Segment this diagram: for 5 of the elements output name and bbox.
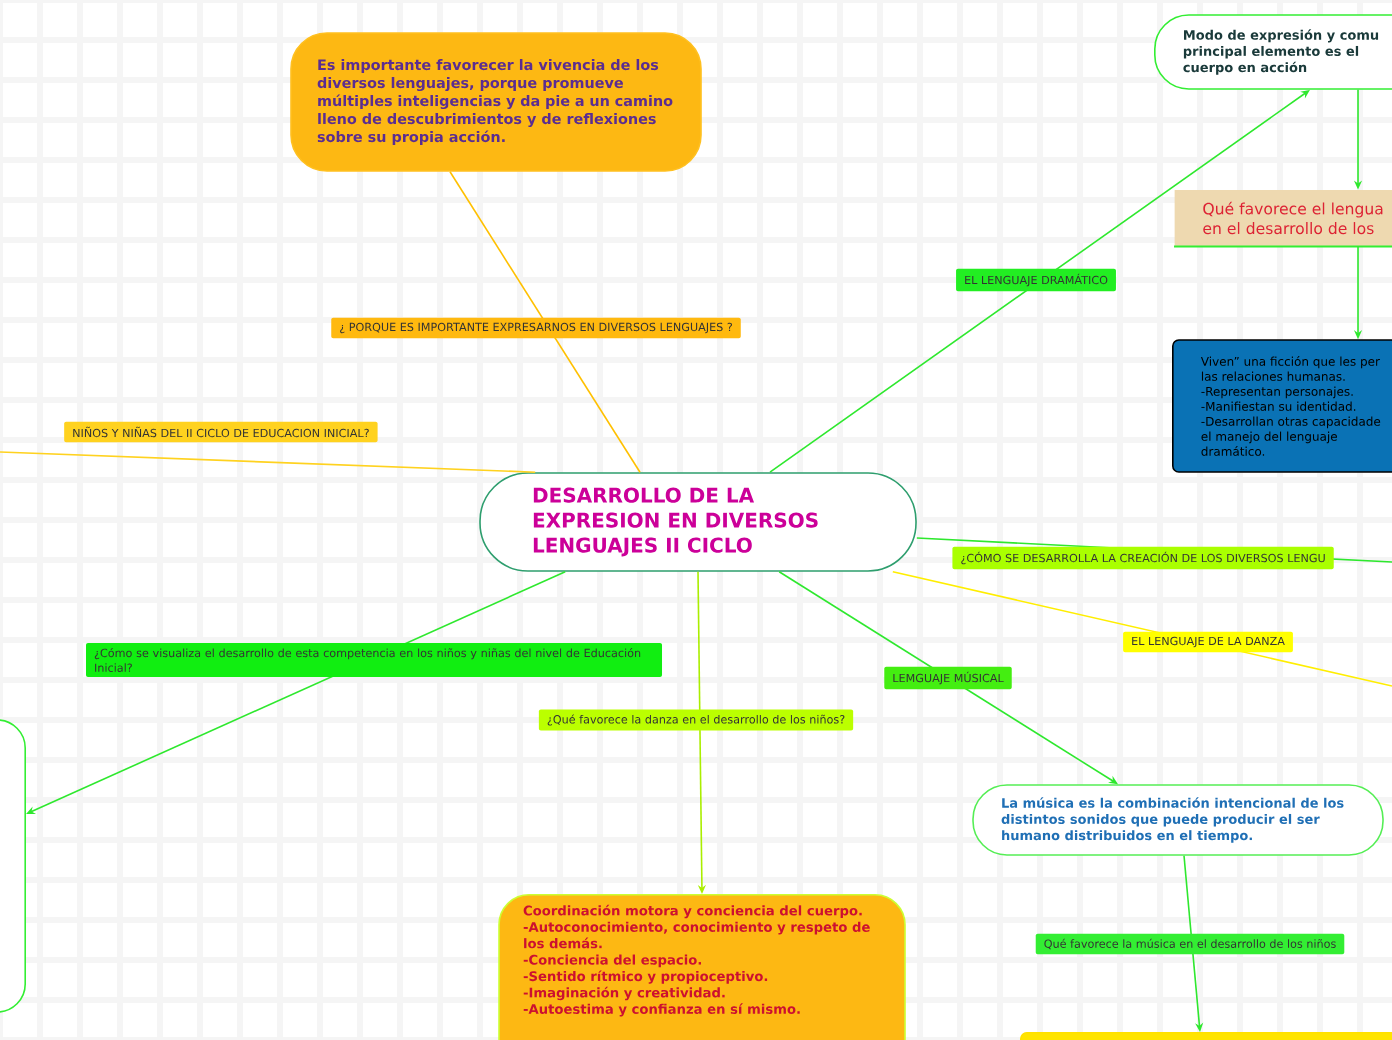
connector-line <box>0 451 536 473</box>
central-topic-box: DESARROLLO DE LA EXPRESION EN DIVERSOS LENGUAJES II CICLO <box>479 472 917 572</box>
topic-box <box>1020 1032 1392 1040</box>
connector-line <box>449 171 641 473</box>
topic-box <box>0 719 26 1013</box>
